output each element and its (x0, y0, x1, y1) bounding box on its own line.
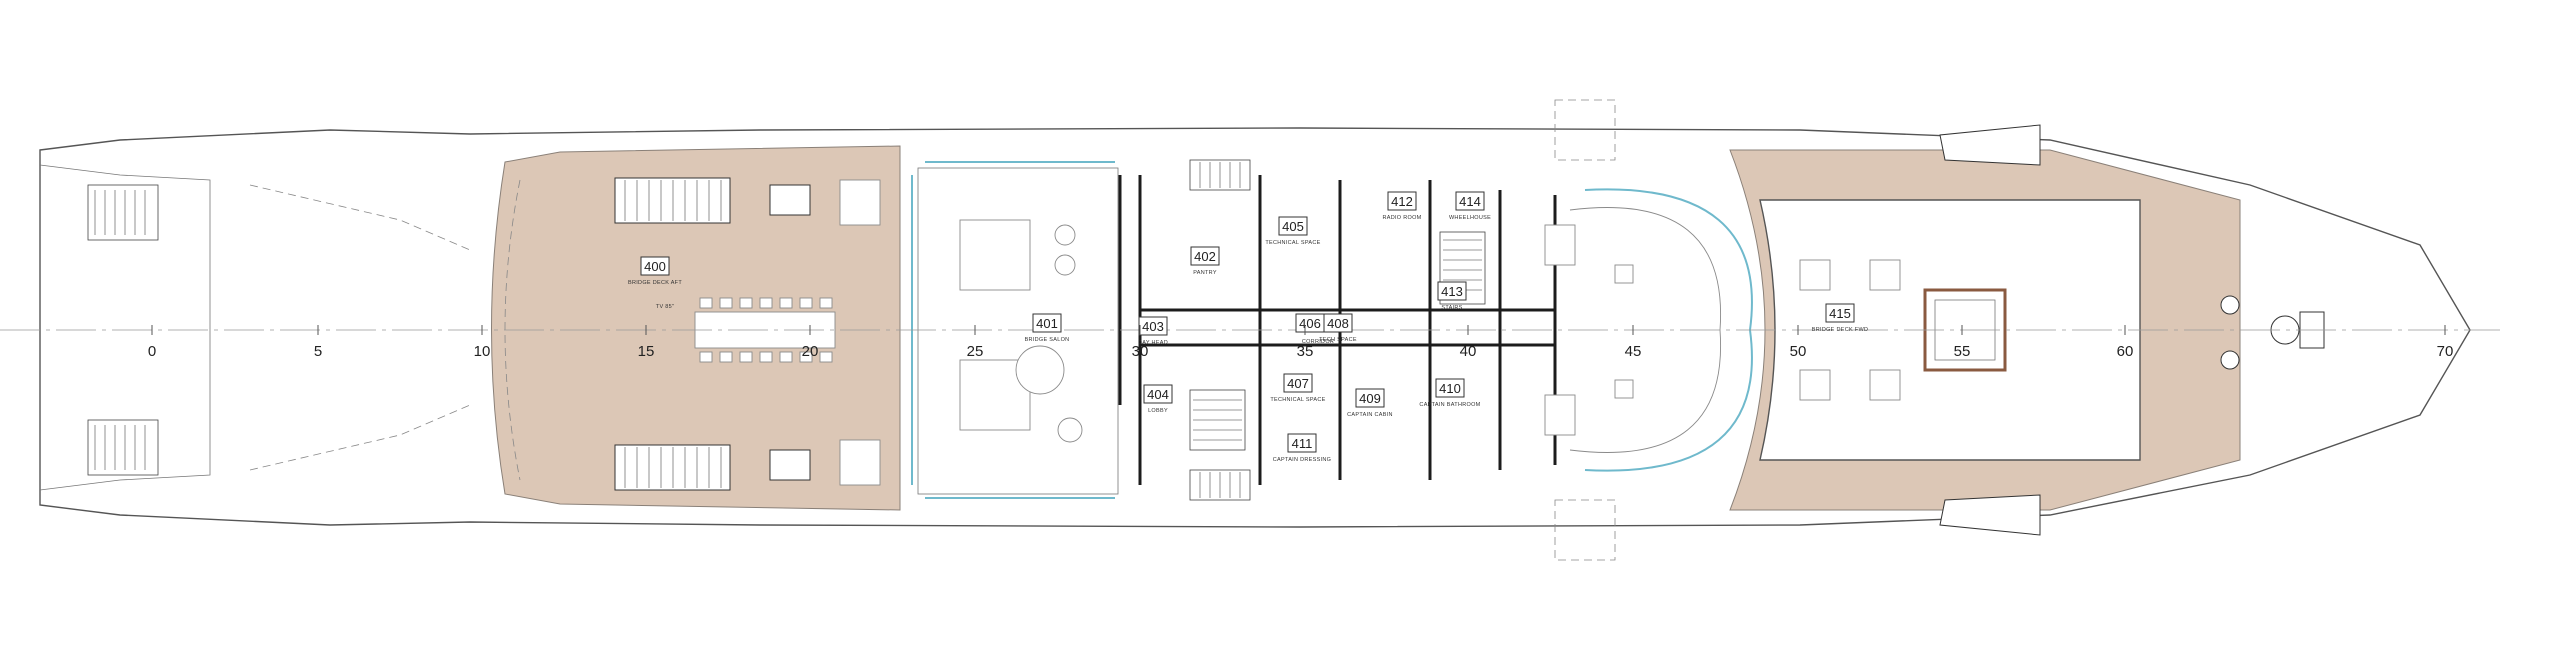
room-name: BRIDGE DECK FWD (1812, 327, 1868, 333)
frame-number-10: 10 (474, 343, 491, 360)
frame-number-60: 60 (2117, 343, 2134, 360)
room-number-box (1138, 316, 1168, 336)
room-name: CAPTAIN CABIN (1347, 412, 1393, 418)
room-name: BRIDGE SALON (1025, 337, 1070, 343)
room-number-box (640, 256, 670, 276)
frame-number-55: 55 (1954, 343, 1971, 360)
tv-label: TV 85" (656, 304, 674, 310)
frame-number-70: 70 (2437, 343, 2454, 360)
room-name: WHEELHOUSE (1449, 215, 1491, 221)
frame-number-45: 45 (1625, 343, 1642, 360)
room-number-box (1032, 313, 1062, 333)
room-number: 404 (1147, 387, 1169, 402)
frame-number-35: 35 (1297, 343, 1314, 360)
frame-number-50: 50 (1790, 343, 1807, 360)
room-406: 406 (1295, 313, 1325, 333)
room-name: TECHNICAL SPACE (1270, 397, 1325, 403)
frame-number-20: 20 (802, 343, 819, 360)
frame-number-40: 40 (1460, 343, 1477, 360)
stair-side-port (1189, 159, 1251, 191)
room-number: 402 (1194, 249, 1216, 264)
room-name: LOBBY (1148, 408, 1168, 414)
aft-platform (39, 164, 211, 491)
room-name: STAIRS (1441, 305, 1462, 311)
stair-404 (1189, 389, 1246, 451)
room-number: 403 (1142, 319, 1164, 334)
room-name: CAPTAIN BATHROOM (1419, 402, 1480, 408)
room-number-box (1283, 373, 1313, 393)
room-number: 405 (1282, 219, 1304, 234)
room-number: 413 (1441, 284, 1463, 299)
salon-block (917, 167, 1119, 495)
room-number-box (1287, 433, 1317, 453)
room-number: 400 (644, 259, 666, 274)
room-number-box (1190, 246, 1220, 266)
aft-stair-stbd (87, 419, 159, 476)
room-name: DAY HEAD (1138, 340, 1168, 346)
aft-deck-stair-port (614, 177, 731, 224)
corridor-label: CORRIDOR (1302, 339, 1334, 345)
room-number: 409 (1359, 391, 1381, 406)
aft-deck-stair-stbd (614, 444, 731, 491)
room-number-box (1825, 303, 1855, 323)
frame-number-30: 30 (1132, 343, 1149, 360)
room-number: 408 (1327, 316, 1349, 331)
room-number-box (1143, 384, 1173, 404)
room-name: PANTRY (1193, 270, 1217, 276)
fwd-seating (1799, 259, 1901, 401)
room-number: 410 (1439, 381, 1461, 396)
room-number: 415 (1829, 306, 1851, 321)
aft-stair-port (87, 184, 159, 241)
side-wing-port (1939, 124, 2041, 166)
room-name: TECH SPACE (1319, 337, 1357, 343)
room-number-box (1355, 388, 1385, 408)
stair-side-stbd (1189, 469, 1251, 501)
room-name: CAPTAIN DRESSING (1273, 457, 1331, 463)
frame-numbers: 0 5 10 15 20 25 30 35 40 45 50 55 60 70 (148, 325, 2454, 360)
frame-number-25: 25 (967, 343, 984, 360)
frame-number-5: 5 (314, 343, 322, 360)
room-number: 406 (1299, 316, 1321, 331)
room-number-box (1435, 378, 1465, 398)
room-number-box (1323, 313, 1353, 333)
room-number: 407 (1287, 376, 1309, 391)
room-number: 414 (1459, 194, 1481, 209)
room-number: 401 (1036, 316, 1058, 331)
room-name: BRIDGE DECK AFT (628, 280, 682, 286)
frame-number-15: 15 (638, 343, 655, 360)
room-number-box (1455, 191, 1485, 211)
room-number-box (1278, 216, 1308, 236)
room-number: 412 (1391, 194, 1413, 209)
room-name: TECHNICAL SPACE (1265, 240, 1320, 246)
room-number-box (1437, 281, 1467, 301)
room-number-box (1387, 191, 1417, 211)
room-name: RADIO ROOM (1382, 215, 1421, 221)
side-wing-stbd (1939, 494, 2041, 536)
room-number: 411 (1292, 436, 1313, 451)
frame-number-0: 0 (148, 343, 156, 360)
